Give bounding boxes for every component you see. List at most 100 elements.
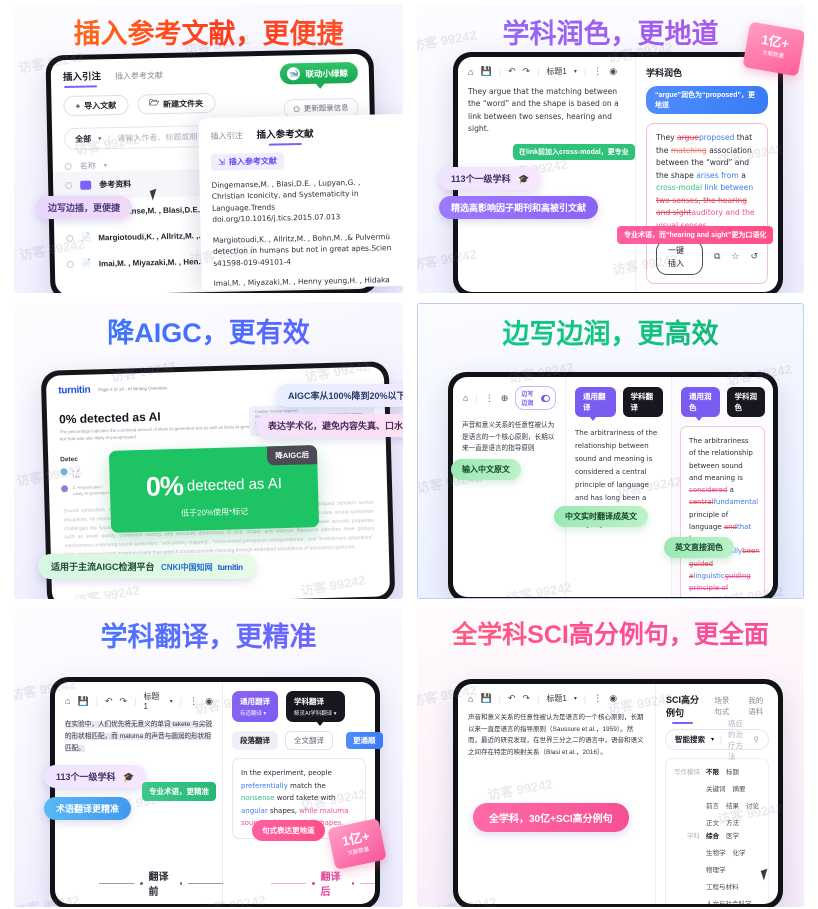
undo-icon[interactable]: ↶ (105, 695, 113, 706)
insert-reference-chip[interactable]: ⇲ 插入参考文献 (210, 152, 285, 171)
favorite-icon[interactable]: ☆ (731, 251, 740, 262)
settings-icon[interactable]: ◉ (609, 66, 618, 76)
one-click-insert-button[interactable]: 一键插入 (656, 240, 703, 275)
more-icon[interactable]: ⋮ (593, 693, 603, 703)
save-icon[interactable]: 💾 (480, 693, 492, 703)
dot-decor (312, 881, 315, 885)
linked-whale-label: 联动小绿鲸 (305, 67, 349, 79)
filter-option[interactable]: 关键词 (706, 786, 726, 793)
more-icon[interactable]: ⋮ (484, 392, 494, 403)
filter-option[interactable]: 工程与材料 (706, 884, 739, 891)
translation-pane: 通用翻译 学科翻译 The arbitrariness of the relat… (566, 377, 672, 597)
insert-reference-overlay: 插入引注 插入参考文献 ⇲ 插入参考文献 Dingemanse,M. , Bla… (198, 113, 403, 291)
filter-option[interactable]: 前言 (706, 803, 719, 810)
linked-whale-button[interactable]: 🐋 联动小绿鲸 (280, 61, 359, 85)
add-icon[interactable]: ⊕ (500, 392, 509, 403)
filter-option[interactable]: 结果 (726, 803, 739, 810)
redo-icon[interactable]: ↷ (119, 695, 128, 706)
tab-subject-translate[interactable]: 学科翻译 (622, 387, 663, 417)
filter-option[interactable]: 讨论 (746, 803, 759, 810)
home-icon[interactable]: ⌂ (468, 693, 474, 704)
filter-option-active[interactable]: 不限 (706, 769, 719, 776)
filter-option-active[interactable]: 综合 (706, 833, 719, 840)
callout-high-impact: 精选高影响因子期刊和高被引文献 (439, 196, 599, 219)
toggle-switch[interactable] (540, 394, 550, 402)
checkbox-icon[interactable] (66, 260, 74, 268)
app-screen: ⌂ | ⋮ ⊕ 边写边润 声音和意义关系的任意性被认为是语言的一个核心原则，长期… (453, 377, 773, 597)
more-icon[interactable]: ⋮ (189, 695, 199, 706)
checkbox-icon[interactable] (66, 234, 74, 242)
home-icon[interactable]: ⌂ (65, 696, 71, 706)
generic-engine-card[interactable]: 通用翻译 有道翻译 ▾ (232, 691, 278, 722)
deleted-text: been guided a (689, 547, 760, 580)
translate-scope-tabs: 段落翻译 全文翻译 (223, 722, 375, 750)
filter-option[interactable]: 生物学 (706, 850, 726, 857)
settings-icon[interactable]: ◉ (609, 693, 618, 703)
tab-my-corpus[interactable]: 我的语料 (748, 696, 764, 716)
subject-engine-card[interactable]: 学科翻译 鲸灵AI学科翻译 ▾ (286, 691, 345, 726)
tab-generic-polish[interactable]: 通用润色 (681, 387, 720, 421)
line-decor (188, 882, 223, 884)
filter-all-label[interactable]: 全部 (75, 134, 92, 144)
suggestion-actions: 一键插入 ⧉ ☆ ↺ (656, 240, 758, 275)
search-bar[interactable]: 智能搜索 ▾ | 癌症的治疗方法 ⚲ (665, 719, 769, 761)
tab-insert-citation[interactable]: 插入引注 (63, 68, 101, 83)
import-label: 导入文献 (84, 100, 117, 111)
filter-option[interactable]: 标题 (726, 769, 739, 776)
import-literature-button[interactable]: + 导入文献 (63, 94, 129, 117)
write-polish-toggle[interactable]: 边写边润 (515, 386, 556, 410)
chevron-down-icon: ▾ (169, 698, 173, 705)
added-text: proposed (698, 133, 735, 142)
tab-sci-sentences[interactable]: SCI高分例句 (666, 693, 701, 724)
checkbox-icon[interactable] (65, 181, 73, 190)
heading-select[interactable]: 标题1 (546, 67, 567, 76)
tab-generic-translate[interactable]: 通用翻译 (575, 387, 616, 421)
copy-icon[interactable]: ⧉ (713, 251, 721, 262)
divider: | (475, 393, 478, 403)
heading-select[interactable]: 标题1 (546, 694, 567, 703)
tab-paragraph-translate[interactable]: 段落翻译 (232, 731, 278, 750)
settings-icon[interactable]: ◉ (205, 695, 213, 706)
search-input[interactable]: 癌症的治疗方法 (727, 718, 743, 761)
filter-option[interactable]: 正文 (706, 820, 719, 827)
smart-search-label[interactable]: 智能搜索 (675, 735, 705, 744)
home-icon[interactable]: ⌂ (463, 393, 469, 403)
tab-full-translate[interactable]: 全文翻译 (285, 731, 333, 750)
panel-title: 学科翻译，更精准 (14, 615, 403, 654)
panel-title: 学科润色，更地道 (417, 12, 804, 51)
heading-select[interactable]: 标题1 (143, 692, 160, 711)
undo-icon[interactable]: ↶ (508, 693, 516, 703)
home-icon[interactable]: ⌂ (468, 66, 474, 77)
undo-icon[interactable]: ↶ (508, 66, 516, 76)
tab-scene-patterns[interactable]: 场景句式 (714, 696, 730, 716)
app-screen: ⌂ 💾 | ↶ ↷ | 标题1 ▾ | ⋮ ◉ (55, 682, 375, 904)
filter-option[interactable]: 摘要 (732, 786, 746, 793)
refresh-icon[interactable]: ↺ (750, 251, 758, 262)
chevron-down-icon: ▾ (573, 696, 577, 702)
save-icon[interactable]: 💾 (480, 66, 492, 76)
filter-option[interactable]: 化学 (732, 850, 746, 857)
filter-option[interactable]: 物理学 (706, 867, 726, 874)
translation-pane: 通用翻译 有道翻译 ▾ 学科翻译 鲸灵AI学科翻译 ▾ 段落翻译 全文翻译 (223, 682, 375, 904)
graduation-cap-icon: 🎓 (518, 174, 530, 184)
redo-icon[interactable]: ↷ (522, 693, 531, 703)
filter-option[interactable]: 方法 (726, 820, 739, 827)
more-icon[interactable]: ⋮ (593, 66, 603, 76)
tab-subject-polish[interactable]: 学科润色 (726, 387, 765, 417)
save-icon[interactable]: 💾 (77, 695, 89, 706)
added-text: fundamental (713, 498, 759, 507)
text-seg: In the experiment, people (241, 769, 332, 777)
editor-toolbar: ⌂ 💾 | ↶ ↷ | 标题1 ▾ | ⋮ ◉ (458, 684, 655, 704)
insert-icon: ⇲ (218, 157, 225, 167)
checkbox-icon[interactable] (64, 162, 72, 171)
tab-insert-reference[interactable]: 插入参考文献 (114, 71, 164, 82)
refresh-icon (293, 105, 300, 112)
sort-name-label[interactable]: 名称 (79, 161, 96, 171)
overlay-tab-citation[interactable]: 插入引注 (210, 131, 243, 141)
overlay-tab-reference[interactable]: 插入参考文献 (256, 126, 313, 141)
new-folder-button[interactable]: 🗁 新建文件夹 (136, 92, 216, 115)
filter-option[interactable]: 人文与社会科学 (706, 898, 752, 904)
filter-option[interactable]: 医学 (726, 833, 739, 840)
search-icon[interactable]: ⚲ (753, 735, 760, 744)
redo-icon[interactable]: ↷ (522, 66, 531, 76)
